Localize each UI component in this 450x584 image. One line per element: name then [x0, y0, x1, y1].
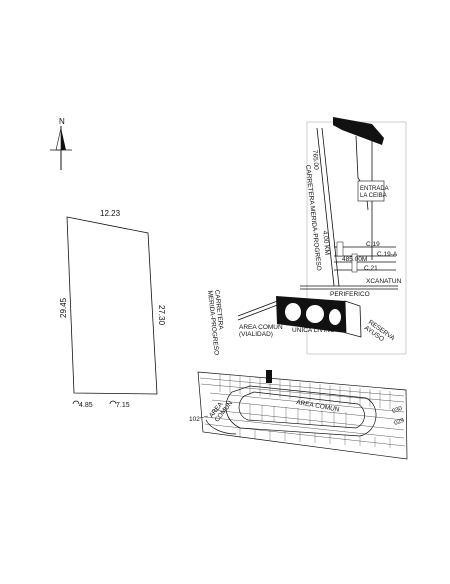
lot-left-dimension: 29.45	[59, 297, 68, 318]
left-highway-label: CARRETERA MERIDA-PROGRESO	[206, 289, 227, 355]
reserve-label: RESERVA AYUSO	[363, 319, 397, 349]
lot-029-label: 029	[394, 418, 406, 427]
lot-top-dimension: 12.23	[100, 209, 121, 218]
xcanatun-label: XCANATUN	[366, 278, 402, 285]
subdivision-plan: AREA COMUN AREA COMUN 102 030 029	[189, 370, 408, 460]
periferico-label: PERIFERICO	[330, 291, 370, 298]
street-c19: C.19	[366, 241, 380, 248]
lot-030-label: 030	[392, 406, 404, 415]
north-label: N	[59, 117, 65, 126]
north-arrow-icon: N	[50, 117, 72, 170]
location-map: ENTRADA LA CEIBA 765.00 CARRETERA MERIDA…	[206, 117, 407, 356]
lot-right-dimension: 27.30	[157, 305, 166, 326]
distance-top-label: 765.00	[311, 150, 319, 171]
street-c21: C.21	[364, 265, 378, 272]
distance-mid-label: 485.00M	[342, 256, 367, 263]
street-c19a: C.19-A	[377, 251, 398, 258]
top-landmark-shape	[333, 117, 384, 145]
highway-label: CARRETERA MERIDA-PROGRESO	[304, 164, 322, 271]
common-area-road-label: AREA COMUN (VIALIDAD)	[239, 324, 285, 338]
entrance-label: ENTRADA LA CEIBA	[360, 186, 390, 199]
highlighted-lot	[266, 370, 272, 383]
lot-bottom-dimension-1: 4.85	[79, 402, 93, 409]
km-label: 4.00 KM	[321, 230, 330, 255]
lot-plan: 12.23 29.45 27.30 4.85 7.15	[59, 209, 166, 409]
lot-102-label: 102	[189, 416, 200, 423]
unica-living-label: UNICA LIVING	[292, 327, 335, 334]
lot-bottom-dimension-2: 7.15	[116, 402, 130, 409]
